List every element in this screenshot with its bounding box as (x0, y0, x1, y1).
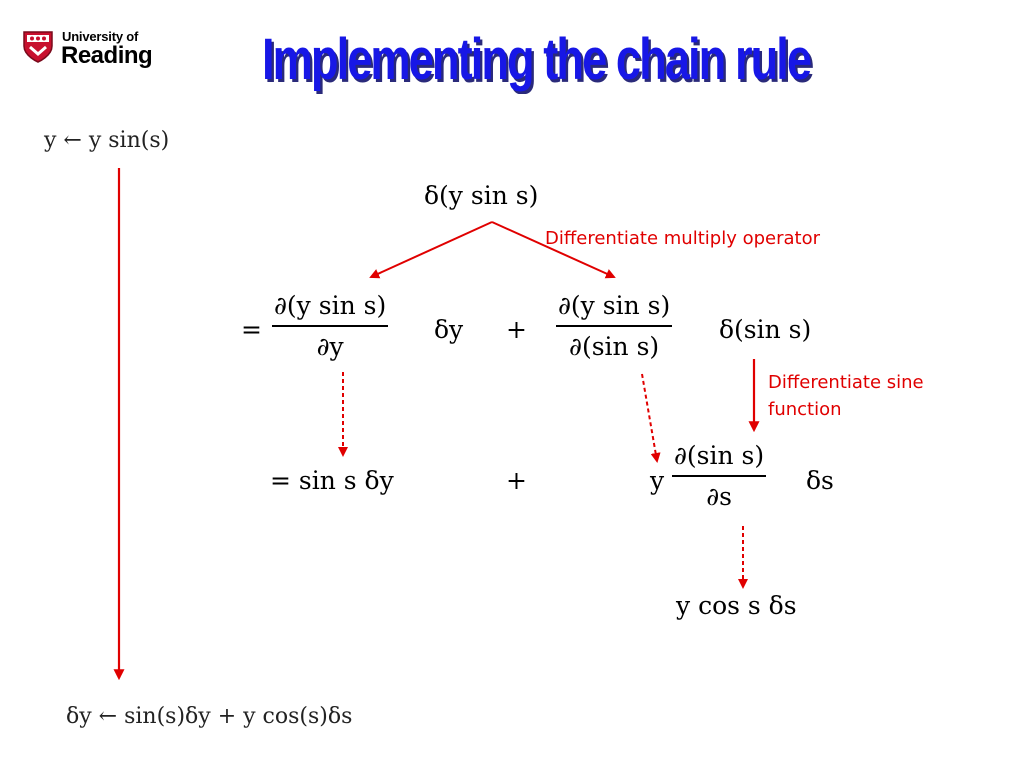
crest-icon (23, 31, 53, 63)
delta-s: δs (806, 466, 834, 495)
university-logo: University of Reading (22, 26, 162, 74)
delta-y: δy (434, 315, 464, 344)
annotation-multiply: Differentiate multiply operator (545, 228, 820, 249)
fraction-1-denominator: ∂y (316, 332, 344, 361)
top-expression: δ(y sin s) (424, 181, 539, 210)
split-arrow-right (491, 221, 616, 279)
result-expression: y cos s δs (676, 591, 797, 620)
plus-sign: + (506, 315, 527, 344)
equals-sign: = (241, 315, 262, 344)
fraction-1: ∂(y sin s) ∂y (272, 290, 389, 363)
fraction-1-numerator: ∂(y sin s) (274, 291, 387, 320)
dashed-arrow-middle (641, 373, 661, 463)
fraction-2-numerator: ∂(y sin s) (558, 291, 671, 320)
annotation-sine: Differentiate sine function (768, 372, 924, 420)
fraction-2: ∂(y sin s) ∂(sin s) (556, 290, 673, 363)
fraction-3: ∂(sin s) ∂s (672, 440, 767, 513)
fraction-1-bar (272, 325, 389, 327)
y-prefix: y (650, 466, 665, 495)
plus-sign-2: + (506, 466, 527, 495)
logo-line-1: University of (62, 29, 139, 44)
row3-left: = sin s δy (270, 466, 394, 495)
backward-statement: δy ← sin(s)δy + y cos(s)δs (66, 704, 353, 729)
fraction-3-denominator: ∂s (706, 482, 732, 511)
fraction-2-denominator: ∂(sin s) (569, 332, 660, 361)
fraction-2-bar (556, 325, 673, 327)
slide-title: Implementing the chain rule (262, 27, 812, 92)
delta-sin-s: δ(sin s) (719, 315, 812, 344)
forward-statement: y ← y sin(s) (44, 128, 170, 153)
split-arrow-left (369, 221, 493, 279)
logo-line-2: Reading (61, 42, 153, 69)
fraction-3-bar (672, 475, 767, 477)
fraction-3-numerator: ∂(sin s) (674, 441, 765, 470)
